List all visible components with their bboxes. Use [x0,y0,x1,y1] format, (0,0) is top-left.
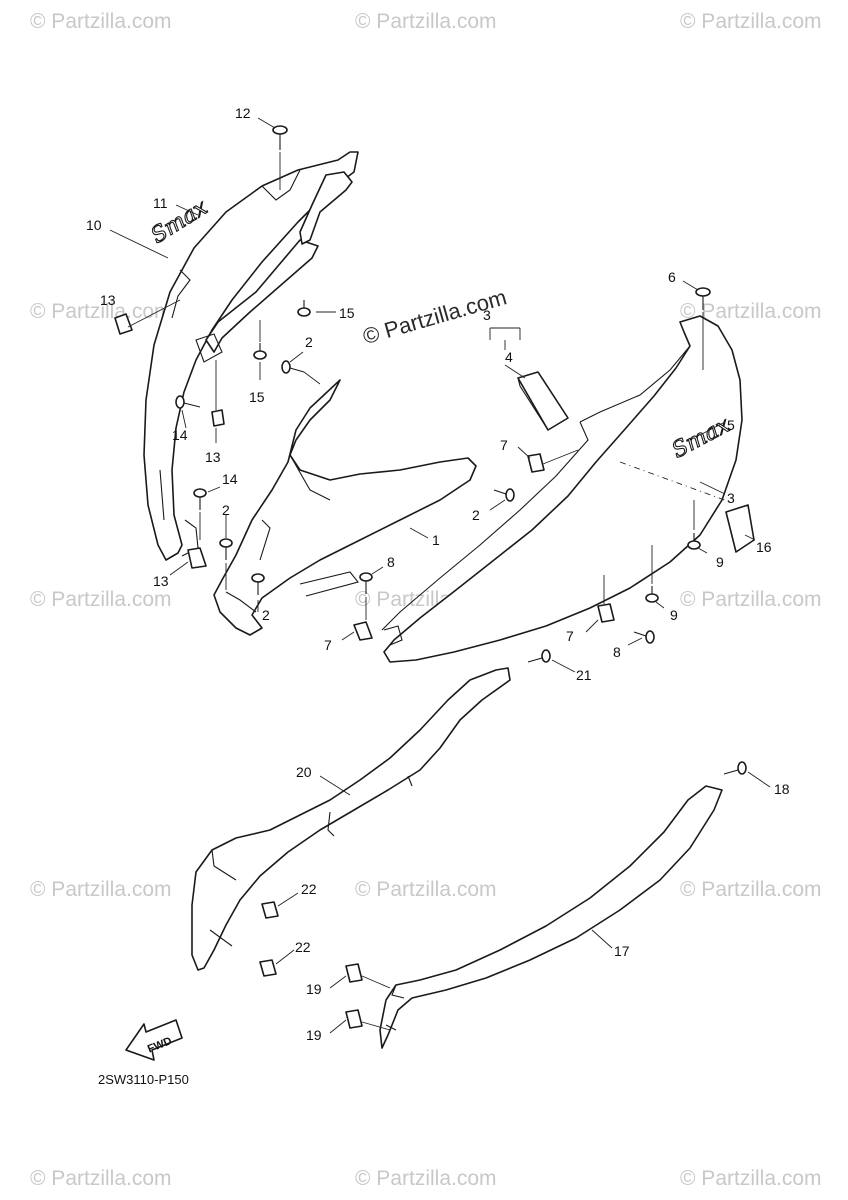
callout-22: 22 [295,939,311,955]
callout-9: 9 [670,607,678,623]
watermark: © Partzilla.com [30,10,172,33]
watermark: © Partzilla.com [30,300,172,323]
part-side-cover: Smax [381,315,743,663]
bolt-icon [359,572,373,594]
nut-icon [114,313,133,335]
nut-icon [211,409,225,427]
bolt-icon [175,395,201,409]
callout-14: 14 [172,427,188,443]
callout-13: 13 [100,292,116,308]
nut-icon [597,603,615,623]
callout-17: 17 [614,943,630,959]
callout-2: 2 [305,334,313,350]
bolt-icon [281,360,305,374]
nut-icon [259,959,277,977]
callout-6: 6 [668,269,676,285]
bolt-icon [493,488,515,502]
callout-15: 15 [249,389,265,405]
watermark-grid: © Partzilla.com © Partzilla.com © Partzi… [30,10,822,1190]
watermark: © Partzilla.com [680,300,822,323]
watermark: © Partzilla.com [30,588,172,611]
part-inner-brace [195,171,353,363]
part-floorboard-left [191,667,511,971]
screw-icon [272,125,288,150]
watermark: © Partzilla.com [355,878,497,901]
fwd-arrow-icon: FWD [125,1019,183,1061]
callout-20: 20 [296,764,312,780]
callout-7: 7 [500,437,508,453]
nut-icon [527,453,545,473]
bolt-icon [527,649,551,663]
callout-2: 2 [262,607,270,623]
callout-1: 1 [432,532,440,548]
nut-icon [345,1009,363,1029]
bolt-icon [193,488,207,510]
callout-13: 13 [205,449,221,465]
watermark: © Partzilla.com [355,1167,497,1190]
screw-icon [695,287,711,310]
callout-4: 4 [505,349,513,365]
callout-7: 7 [324,637,332,653]
callout-3: 3 [483,307,491,323]
watermark: © Partzilla.com [680,878,822,901]
watermark: © Partzilla.com [30,878,172,901]
bolt-icon [251,573,265,595]
nut-icon [187,547,207,569]
callout-19: 19 [306,981,322,997]
callout-7: 7 [566,628,574,644]
callout-21: 21 [576,667,592,683]
callout-labels: 12 11 10 13 15 2 15 14 13 14 2 13 1 2 2 … [86,105,790,1043]
diagram-code: 2SW3110-P150 [98,1072,189,1087]
callout-8: 8 [613,644,621,660]
watermark: © Partzilla.com [30,1167,172,1190]
callout-8: 8 [387,554,395,570]
callout-11: 11 [153,195,168,211]
clip-icon [687,533,701,550]
callout-5: 5 [727,417,735,433]
part-floorboard-right [379,785,723,1049]
clip-icon [645,586,659,603]
callout-22: 22 [301,881,317,897]
callout-3: 3 [727,490,735,506]
callout-14: 14 [222,471,238,487]
callout-10: 10 [86,217,102,233]
bolt-icon [219,538,233,560]
nut-icon [345,963,363,983]
callout-15: 15 [339,305,355,321]
callout-19: 19 [306,1027,322,1043]
watermark: © Partzilla.com [680,588,822,611]
callout-9: 9 [716,554,724,570]
part-inner-front-cover [213,379,477,636]
part-pad [725,504,755,553]
leader-lines [109,117,771,1034]
watermark: © Partzilla.com [680,10,822,33]
watermark: © Partzilla.com [680,1167,822,1190]
nut-icon [353,621,373,641]
watermark: © Partzilla.com [355,10,497,33]
callout-2: 2 [472,507,480,523]
callout-18: 18 [774,781,790,797]
bolt-icon [633,630,655,644]
callout-2: 2 [222,502,230,518]
clip-icon [297,300,311,317]
part-damper [517,371,569,431]
callout-16: 16 [756,539,772,555]
nut-icon [261,901,279,919]
bolt-icon [723,761,747,775]
clip-icon [253,343,267,360]
hardware-group [114,125,747,1029]
callout-12: 12 [235,105,251,121]
callout-13: 13 [153,573,169,589]
